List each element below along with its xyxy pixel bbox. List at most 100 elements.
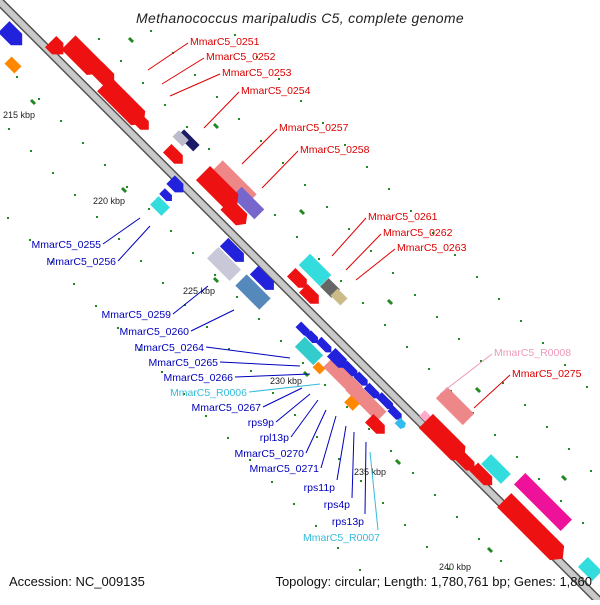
gene-label-rps4p[interactable]: rps4p <box>324 499 350 511</box>
gene-0258-purple[interactable] <box>231 186 265 220</box>
gene-0265[interactable] <box>305 330 321 346</box>
gene-0261[interactable] <box>286 267 311 292</box>
gene-0263-khaki[interactable] <box>330 288 348 306</box>
gene-0253[interactable] <box>90 61 120 91</box>
lane-dot <box>95 305 97 307</box>
gene-label-0256[interactable]: MmarC5_0256 <box>47 256 117 268</box>
gene-red-lr[interactable] <box>497 493 551 547</box>
kbp-label: 225 kbp <box>183 286 215 296</box>
gene-label-0267[interactable]: MmarC5_0267 <box>192 402 262 414</box>
gene-0258b[interactable] <box>220 198 251 229</box>
lane-dot <box>538 478 540 480</box>
gene-0261-cyan[interactable] <box>298 253 332 287</box>
gene-0271[interactable] <box>376 392 396 412</box>
gene-label-0251[interactable]: MmarC5_0251 <box>190 36 260 48</box>
gene-label-0260[interactable]: MmarC5_0260 <box>120 326 190 338</box>
lane-dot <box>359 569 361 571</box>
gene-0266-orange[interactable] <box>312 361 326 375</box>
gene-rpl13p[interactable] <box>353 371 371 389</box>
lane-dot <box>344 144 346 146</box>
gene-label-0275[interactable]: MmarC5_0275 <box>512 368 582 380</box>
lane-dot <box>73 283 75 285</box>
gene-0254b[interactable] <box>128 109 153 134</box>
gene-0260-blue[interactable] <box>249 265 278 294</box>
gene-0264[interactable] <box>295 321 313 339</box>
gene-label-0254[interactable]: MmarC5_0254 <box>241 85 311 97</box>
gene-cyan-lr[interactable] <box>481 454 511 484</box>
gene-label-rps11p[interactable]: rps11p <box>304 482 335 494</box>
gene-label-r0007[interactable]: MmarC5_R0007 <box>303 532 380 544</box>
lane-dot <box>302 362 304 364</box>
gene-label-0252[interactable]: MmarC5_0252 <box>206 51 276 63</box>
gene-label-0253[interactable]: MmarC5_0253 <box>222 67 292 79</box>
lane-dot <box>324 384 326 386</box>
gene-gray[interactable] <box>172 130 189 147</box>
gene-pink-2[interactable] <box>345 380 387 422</box>
gene-label-0258[interactable]: MmarC5_0258 <box>300 144 370 156</box>
gene-0263[interactable] <box>298 283 323 308</box>
gene-label-0270[interactable]: MmarC5_0270 <box>235 448 305 460</box>
gene-0275b[interactable] <box>453 449 478 474</box>
lane-dot <box>456 516 458 518</box>
gene-orange[interactable] <box>344 395 360 411</box>
lane-dot <box>300 100 302 102</box>
gene-rps13p[interactable] <box>364 413 389 438</box>
gene-label-r0006[interactable]: MmarC5_R0006 <box>170 387 247 399</box>
gene-0256[interactable] <box>150 196 170 216</box>
lane-dot <box>238 118 240 120</box>
gene-0275[interactable] <box>418 413 471 466</box>
gene-orange-topleft[interactable] <box>4 56 22 74</box>
lane-dot <box>208 148 210 150</box>
leader-line <box>320 415 337 469</box>
gene-0259-blue[interactable] <box>219 237 248 266</box>
gene-label-0266[interactable]: MmarC5_0266 <box>164 372 234 384</box>
gene-0254[interactable] <box>97 77 151 131</box>
gene-r0008[interactable] <box>435 386 475 426</box>
gene-label-0265[interactable]: MmarC5_0265 <box>149 357 219 369</box>
gene-0257[interactable] <box>162 143 187 168</box>
lane-dot <box>96 216 98 218</box>
gene-label-0264[interactable]: MmarC5_0264 <box>135 342 205 354</box>
gene-0251[interactable] <box>44 35 69 60</box>
kbp-label: 220 kbp <box>93 196 125 206</box>
gene-label-rpl13p[interactable]: rpl13p <box>260 432 289 444</box>
gene-label-0271[interactable]: MmarC5_0271 <box>250 463 320 475</box>
lane-dot <box>410 210 412 212</box>
gene-label-0255[interactable]: MmarC5_0255 <box>32 239 102 251</box>
lane-dot <box>227 437 229 439</box>
gene-label-r0008[interactable]: MmarC5_R0008 <box>494 347 571 359</box>
gene-0260[interactable] <box>235 274 271 310</box>
gene-rps11p[interactable] <box>387 405 405 423</box>
lane-dot <box>346 406 348 408</box>
gene-label-0263[interactable]: MmarC5_0263 <box>397 242 467 254</box>
gene-label-rps9p[interactable]: rps9p <box>248 417 274 429</box>
gene-red-lr2[interactable] <box>530 526 570 566</box>
gene-0270[interactable] <box>363 382 382 401</box>
gene-label-0259[interactable]: MmarC5_0259 <box>102 309 172 321</box>
lane-dot <box>228 348 230 350</box>
lane-dot <box>316 436 318 438</box>
gene-0252[interactable] <box>61 35 106 80</box>
gene-rps9p[interactable] <box>341 360 360 379</box>
gene-label-rps13p[interactable]: rps13p <box>332 516 364 528</box>
gene-0275c[interactable] <box>469 462 497 490</box>
gene-label-0257[interactable]: MmarC5_0257 <box>279 122 349 134</box>
gene-0267[interactable] <box>326 347 351 372</box>
gene-0266[interactable] <box>315 336 334 355</box>
gene-blue-topleft[interactable] <box>0 21 28 51</box>
lane-dot <box>139 349 141 351</box>
leader-line <box>102 217 141 245</box>
gene-0259[interactable] <box>207 247 241 281</box>
gene-r0006[interactable] <box>294 336 324 366</box>
gene-0255b[interactable] <box>159 188 175 204</box>
gene-cyan-corner[interactable] <box>577 556 600 582</box>
gene-0258[interactable] <box>195 165 244 214</box>
lane-dot <box>524 404 526 406</box>
lane-dot <box>360 480 362 482</box>
gene-label-0262[interactable]: MmarC5_0262 <box>383 227 453 239</box>
gene-magenta[interactable] <box>514 473 572 531</box>
gene-r0007[interactable] <box>394 417 408 431</box>
gene-label-0261[interactable]: MmarC5_0261 <box>368 211 438 223</box>
leader-line <box>205 346 291 359</box>
leader-line <box>351 431 355 499</box>
